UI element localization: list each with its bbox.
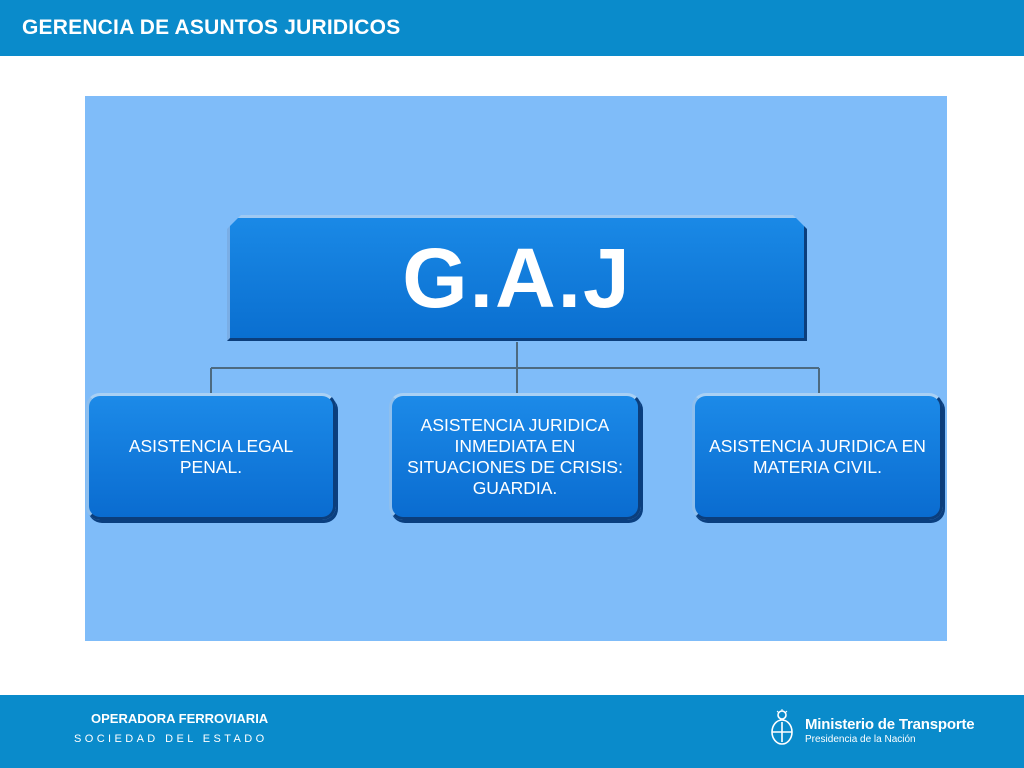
root-node-label: G.A.J (402, 230, 632, 325)
operator-name: OPERADORA FERROVIARIA (91, 711, 269, 726)
page-title: GERENCIA DE ASUNTOS JURIDICOS (22, 16, 401, 39)
operator-subtitle: SOCIEDAD DEL ESTADO (74, 733, 268, 745)
root-node-box: G.A.J (227, 215, 807, 341)
child-node-label-penal: ASISTENCIA LEGAL PENAL. (128, 435, 294, 477)
ministry-name: Ministerio de Transporte (805, 716, 975, 733)
child-node-label-civil: ASISTENCIA JURIDICA EN MATERIA CIVIL. (709, 435, 926, 477)
argentina-coat-of-arms-icon (771, 709, 793, 745)
child-node-box-civil: ASISTENCIA JURIDICA EN MATERIA CIVIL. (692, 393, 943, 520)
child-node-box-penal: ASISTENCIA LEGAL PENAL. (86, 393, 336, 520)
footer-bar (0, 695, 1024, 768)
presidency-name: Presidencia de la Nación (805, 734, 916, 745)
child-node-label-guardia: ASISTENCIA JURIDICA INMEDIATA EN SITUACI… (407, 414, 623, 498)
child-node-box-guardia: ASISTENCIA JURIDICA INMEDIATA EN SITUACI… (389, 393, 641, 520)
header-bar: GERENCIA DE ASUNTOS JURIDICOS (0, 0, 1024, 56)
